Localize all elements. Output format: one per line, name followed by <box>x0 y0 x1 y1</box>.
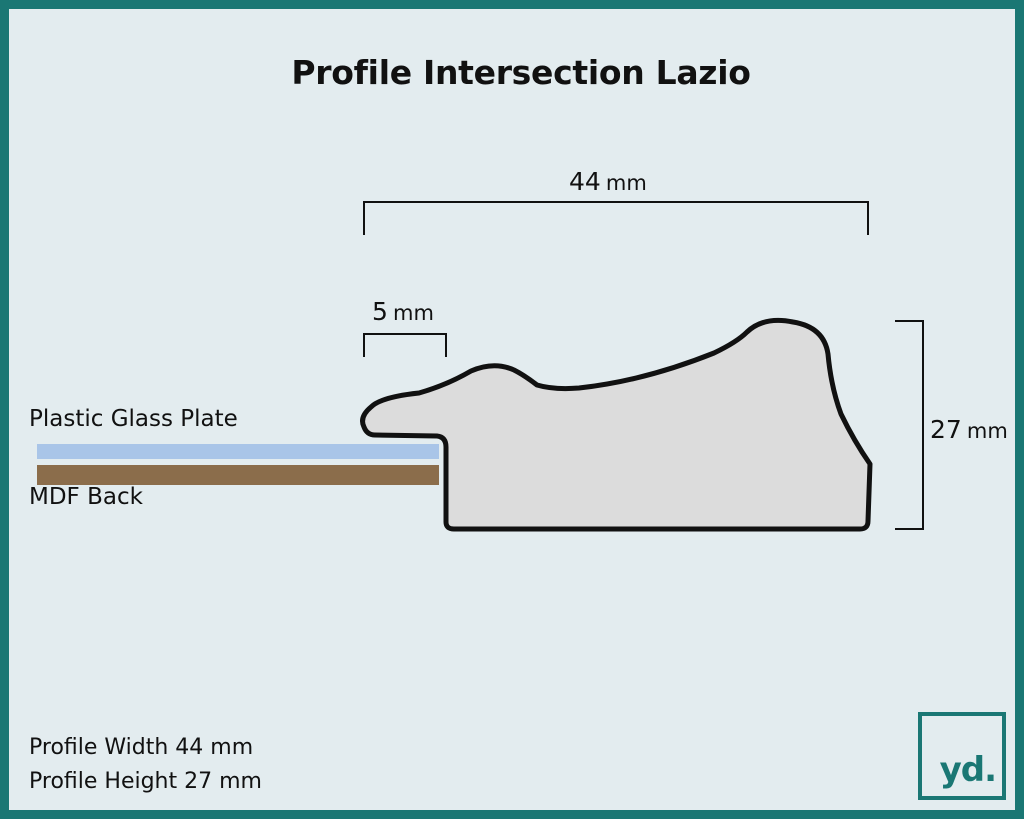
profile-width-spec: Profile Width 44 mm <box>29 735 254 760</box>
height-dimension-label: 27 mm <box>930 415 1008 444</box>
frame-profile-shape <box>360 317 873 532</box>
yd-logo: yd. <box>918 712 1006 800</box>
width-dimension-bracket <box>363 201 869 235</box>
height-value: 27 <box>930 415 962 444</box>
glass-plate-label: Plastic Glass Plate <box>29 406 238 432</box>
height-unit: mm <box>966 419 1008 443</box>
rebate-dimension-bracket <box>363 333 447 357</box>
mdf-back <box>37 465 439 485</box>
yd-logo-text: yd. <box>939 750 997 790</box>
width-dimension-label: 44 mm <box>569 167 647 196</box>
mdf-back-label: MDF Back <box>29 484 143 510</box>
rebate-dimension-label: 5 mm <box>372 297 434 326</box>
page-title: Profile Intersection Lazio <box>291 53 751 92</box>
profile-diagram <box>37 201 924 532</box>
profile-height-spec: Profile Height 27 mm <box>29 769 262 794</box>
rebate-value: 5 <box>372 297 388 326</box>
width-unit: mm <box>605 171 647 195</box>
height-dimension-bracket <box>895 320 924 530</box>
rebate-unit: mm <box>393 301 434 325</box>
glass-plate <box>37 444 439 459</box>
width-value: 44 <box>569 167 601 196</box>
